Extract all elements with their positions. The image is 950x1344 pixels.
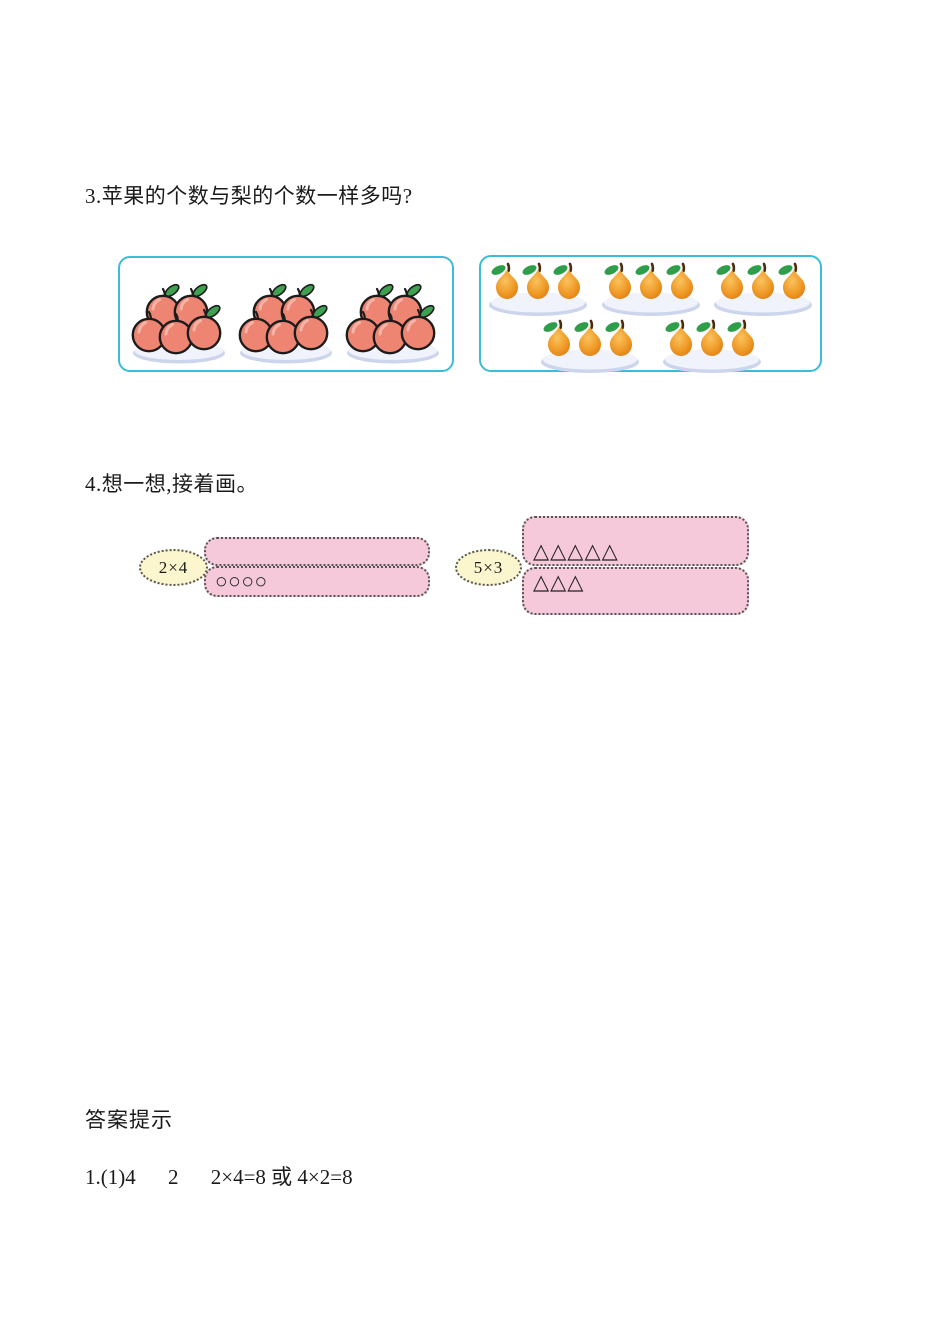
pear-stem-icon — [711, 319, 715, 330]
pear-icon — [639, 270, 662, 299]
pear-icon — [558, 270, 580, 299]
pear-leaf-icon — [522, 265, 537, 275]
pear-leaf-icon — [574, 322, 588, 332]
pear-icon — [609, 327, 632, 356]
pear-stem-icon — [620, 319, 624, 330]
pear-icon — [731, 327, 754, 356]
apple-plate — [345, 283, 439, 364]
pear-icon — [669, 327, 692, 356]
pear-plate — [714, 262, 812, 316]
pear-leaf-icon — [491, 265, 506, 275]
pear-plate-row-top — [483, 260, 818, 317]
pears-box — [479, 255, 822, 374]
pear-icon — [578, 327, 601, 356]
answers-heading: 答案提示 — [85, 1108, 173, 1132]
pear-stem-icon — [762, 262, 767, 273]
pear-plate — [662, 319, 761, 373]
answer-part: 1.(1)4 — [85, 1165, 136, 1189]
pear-leaf-icon — [635, 265, 649, 275]
pear-icon — [700, 327, 723, 356]
oval-label-2x4: 2×4 — [158, 557, 189, 577]
pear-leaf-icon — [716, 265, 731, 275]
pear-icon — [670, 270, 693, 299]
circle-symbols-2x4: ○○○○ — [215, 569, 268, 593]
draw-box-2x4-top[interactable] — [204, 537, 430, 566]
apple-plate — [131, 283, 225, 364]
oval-label-5x3: 5×3 — [473, 557, 504, 577]
pear-stem-icon — [680, 319, 684, 330]
pear-stem-icon — [558, 319, 562, 330]
pear-stem-icon — [681, 262, 685, 273]
pear-stem-icon — [650, 262, 654, 273]
pear-leaf-icon — [604, 265, 618, 275]
pear-plate — [601, 262, 700, 316]
pear-leaf-icon — [666, 265, 680, 275]
draw-box-2x4-bottom[interactable]: ○○○○ — [204, 566, 430, 597]
pear-plate — [489, 262, 587, 316]
question-4-text: 4.想一想,接着画。 — [85, 472, 258, 496]
label-oval-5x3: 5×3 — [455, 549, 522, 586]
draw-box-5x3-top[interactable]: △△△△△ — [522, 516, 749, 566]
pear-icon — [721, 270, 743, 299]
apples-box — [118, 256, 454, 372]
pear-stem-icon — [742, 319, 746, 330]
pear-icon — [547, 327, 570, 356]
pear-stem-icon — [793, 262, 798, 273]
pear-icon — [783, 270, 805, 299]
apple-icon — [293, 315, 329, 351]
draw-box-5x3-bottom[interactable]: △△△ — [522, 567, 749, 615]
answer-line-1: 1.(1)4 2 2×4=8 或 4×2=8 — [85, 1161, 353, 1191]
question-3-text: 3.苹果的个数与梨的个数一样多吗? — [85, 184, 413, 208]
pear-leaf-icon — [747, 265, 762, 275]
pear-leaf-icon — [778, 265, 793, 275]
pear-icon — [496, 270, 518, 299]
pear-leaf-icon — [605, 322, 619, 332]
label-oval-2x4: 2×4 — [139, 549, 208, 586]
triangle-symbols-5x3-top: △△△△△ — [533, 539, 619, 563]
triangle-symbols-5x3-bottom: △△△ — [533, 570, 585, 594]
pear-plate-row-bottom — [483, 317, 818, 374]
answer-part: 2×4=8 或 4×2=8 — [210, 1165, 353, 1189]
pear-icon — [752, 270, 774, 299]
pear-stem-icon — [589, 319, 593, 330]
apple-plate — [238, 283, 332, 364]
pear-leaf-icon — [696, 322, 710, 332]
pear-icon — [608, 270, 631, 299]
pear-leaf-icon — [727, 322, 741, 332]
apple-icon — [186, 315, 222, 351]
pear-stem-icon — [506, 262, 511, 273]
pear-stem-icon — [537, 262, 542, 273]
pear-leaf-icon — [665, 322, 679, 332]
pear-stem-icon — [731, 262, 736, 273]
pear-stem-icon — [619, 262, 623, 273]
pear-leaf-icon — [553, 265, 568, 275]
pear-leaf-icon — [543, 322, 557, 332]
pear-plate — [540, 319, 639, 373]
answer-part: 2 — [168, 1165, 179, 1189]
pear-stem-icon — [568, 262, 573, 273]
pear-icon — [527, 270, 549, 299]
apple-icon — [400, 315, 436, 351]
